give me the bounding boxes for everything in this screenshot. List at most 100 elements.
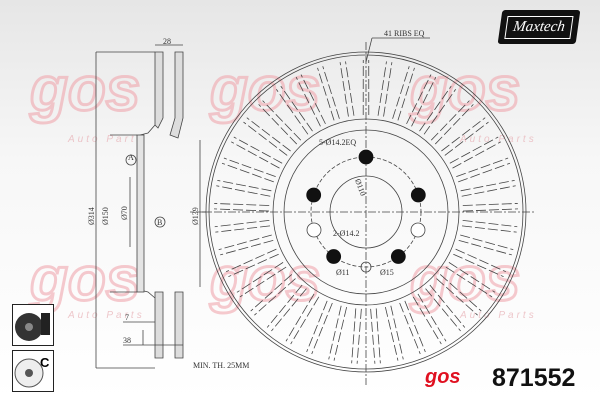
rib-line	[417, 293, 447, 342]
rib-line	[215, 225, 271, 233]
rib-line	[262, 100, 302, 141]
bolt-hole	[326, 249, 342, 264]
rib-line	[461, 185, 516, 197]
svg-text:Ø314: Ø314	[87, 207, 96, 225]
rib-line	[285, 293, 315, 342]
rib-line	[434, 104, 474, 145]
rib-line	[430, 100, 470, 141]
rib-line	[295, 76, 321, 127]
rib-line	[246, 117, 291, 152]
bolt-holes	[306, 149, 426, 273]
rib-line	[441, 117, 486, 152]
side-section-view	[95, 44, 210, 369]
svg-text:A: A	[128, 153, 134, 162]
rib-line	[250, 274, 293, 312]
rib-line	[458, 162, 511, 183]
rib-line	[452, 141, 502, 169]
rib-line	[221, 162, 274, 183]
rib-line	[419, 85, 452, 132]
svg-text:gos: gos	[29, 245, 140, 314]
svg-text:Ø11: Ø11	[336, 268, 349, 277]
rib-line	[448, 262, 496, 293]
rib-line	[460, 234, 514, 251]
rib-line	[399, 302, 421, 355]
rib-line	[453, 253, 504, 278]
svg-text:7: 7	[125, 313, 129, 322]
svg-text:Ø110: Ø110	[353, 178, 367, 198]
locating-hole	[360, 261, 372, 273]
rib-line	[383, 62, 393, 117]
coated-disc-icon	[12, 304, 54, 346]
carbon-disc-icon: C	[12, 350, 54, 392]
part-number: 871552	[492, 364, 576, 392]
rib-line	[404, 300, 426, 353]
rib-line	[460, 179, 515, 192]
bolt-hole	[358, 149, 374, 165]
rib-line	[230, 141, 280, 169]
rib-line	[425, 288, 461, 332]
svg-text:Ø70: Ø70	[120, 206, 129, 220]
rib-line	[406, 74, 432, 125]
bolt-hole	[390, 249, 406, 264]
svg-text:Ø15: Ø15	[380, 268, 394, 277]
extra-hole	[410, 222, 426, 238]
svg-text:gos: gos	[209, 245, 320, 314]
rib-line	[280, 85, 313, 132]
rib-line	[243, 121, 288, 156]
svg-text:41 RIBS EQ: 41 RIBS EQ	[384, 29, 425, 38]
svg-text:Ø150: Ø150	[101, 207, 110, 225]
rib-line	[216, 185, 271, 197]
rib-line	[444, 121, 489, 156]
rib-line	[439, 274, 482, 312]
rib-line	[300, 74, 326, 125]
rib-line	[458, 240, 512, 256]
rib-line	[214, 208, 270, 212]
rib-line	[317, 67, 335, 121]
svg-text:2-Ø14.2: 2-Ø14.2	[333, 229, 359, 238]
rib-line	[455, 248, 506, 273]
svg-text:28: 28	[163, 37, 171, 46]
rib-line	[258, 104, 298, 145]
rib-line	[223, 157, 276, 177]
extra-hole	[306, 222, 322, 238]
rib-line	[214, 219, 270, 228]
rib-line	[397, 67, 415, 121]
svg-text:Auto Parts: Auto Parts	[67, 134, 145, 145]
rib-line	[266, 284, 303, 328]
svg-text:B: B	[157, 218, 162, 227]
rib-line	[356, 308, 362, 364]
rib-line	[271, 288, 307, 332]
svg-text:5-Ø14.2EQ: 5-Ø14.2EQ	[319, 138, 356, 147]
rib-line	[456, 157, 509, 177]
svg-text:Ø139: Ø139	[191, 207, 200, 225]
svg-text:Auto Parts: Auto Parts	[459, 134, 537, 145]
rib-line	[392, 66, 410, 119]
rib-line	[449, 136, 499, 164]
rib-line	[445, 266, 493, 298]
rib-line	[220, 240, 274, 256]
rib-line	[339, 62, 349, 117]
svg-text:Auto Parts: Auto Parts	[459, 310, 537, 321]
svg-text:MIN. TH. 25MM: MIN. TH. 25MM	[193, 361, 249, 370]
rib-line	[462, 203, 518, 206]
bolt-hole	[410, 187, 426, 203]
rib-line	[322, 66, 340, 119]
rib-line	[375, 308, 381, 364]
rib-line	[236, 262, 284, 293]
rib-line	[436, 278, 478, 316]
rib-line	[306, 300, 328, 353]
rib-line	[290, 296, 320, 345]
rib-line	[423, 89, 456, 135]
svg-text:gos: gos	[29, 55, 140, 124]
rib-line	[345, 61, 355, 116]
rib-line	[217, 179, 272, 192]
rib-line	[390, 305, 404, 360]
rib-line	[429, 284, 466, 328]
rib-line	[462, 219, 518, 228]
rib-line	[328, 305, 342, 360]
svg-text:C: C	[40, 355, 50, 370]
rib-line	[411, 76, 437, 127]
ribs	[214, 60, 518, 364]
rib-line	[239, 266, 287, 298]
